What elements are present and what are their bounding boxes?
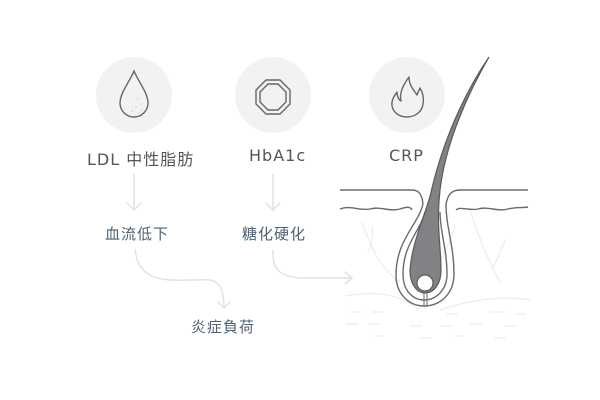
skin-surface-line xyxy=(340,189,424,205)
arrow-hba1c-to-glycation xyxy=(265,173,281,212)
dermal-papilla xyxy=(416,274,434,292)
arrow-ldl-to-blood-flow xyxy=(126,173,142,212)
hair-shaft xyxy=(409,56,490,294)
effect-label-glycation: 糖化硬化 xyxy=(242,225,307,243)
crp-icon-circle xyxy=(369,57,445,133)
arrow-glycation-to-follicle xyxy=(272,249,354,285)
epidermis-line-right xyxy=(455,206,529,211)
ldl-icon-circle xyxy=(96,57,172,133)
marker-label-crp: CRP xyxy=(389,146,424,165)
arrow-blood-flow-to-inflammation xyxy=(134,249,231,310)
skin-surface-line-right xyxy=(445,189,528,205)
octagon-icon xyxy=(255,79,291,115)
marker-label-ldl: LDL 中性脂肪 xyxy=(87,150,195,169)
flame-icon xyxy=(391,76,425,118)
dermis-dashes xyxy=(346,311,526,339)
hba1c-icon-circle xyxy=(235,57,311,133)
epidermis-line xyxy=(339,206,413,211)
result-label-inflammation: 炎症負荷 xyxy=(191,318,256,336)
marker-label-hba1c: HbA1c xyxy=(249,146,307,165)
effect-label-blood-flow: 血流低下 xyxy=(105,225,170,243)
droplet-icon xyxy=(119,69,149,118)
